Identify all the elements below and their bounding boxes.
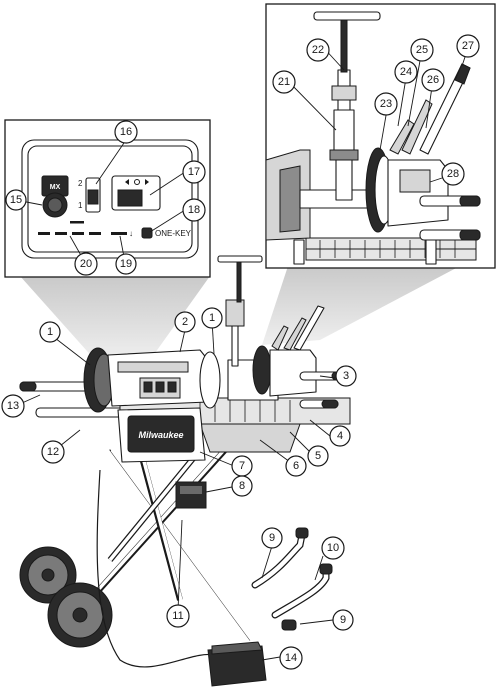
svg-text:17: 17 (188, 166, 200, 178)
battery-knob: MX (41, 175, 69, 218)
svg-text:13: 13 (7, 400, 19, 412)
foot-switch (207, 641, 267, 687)
callout-28: 28 (441, 162, 465, 186)
callout-13: 13 (1, 394, 25, 418)
svg-text:19: 19 (120, 258, 132, 270)
svg-text:6: 6 (293, 460, 299, 472)
svg-text:2: 2 (182, 316, 188, 328)
svg-text:16: 16 (120, 126, 132, 138)
one-key-indicator: ONE-KEY (141, 227, 192, 239)
callout-22: 22 (306, 38, 330, 62)
callout-4: 4 (329, 425, 351, 447)
callout-17: 17 (182, 160, 206, 184)
callout-24: 24 (394, 60, 418, 84)
callout-9-lower: 9 (332, 609, 354, 631)
gear-housing: Milwaukee (117, 407, 206, 463)
callout-1-left: 1 (39, 321, 61, 343)
svg-text:1: 1 (209, 312, 215, 324)
callout-25: 25 (410, 38, 434, 62)
brand-logo-text: Milwaukee (138, 430, 183, 440)
rear-wheel (19, 546, 77, 604)
callout-26: 26 (421, 68, 445, 92)
svg-text:9: 9 (340, 614, 346, 626)
svg-text:27: 27 (462, 40, 474, 52)
svg-text:24: 24 (400, 66, 412, 78)
motor-housing (107, 349, 221, 409)
svg-text:14: 14 (285, 652, 297, 664)
callout-2: 2 (174, 311, 196, 333)
svg-text:28: 28 (447, 168, 459, 180)
svg-text:7: 7 (239, 460, 245, 472)
svg-text:18: 18 (188, 204, 200, 216)
callout-5: 5 (307, 445, 329, 467)
svg-text:4: 4 (337, 430, 343, 442)
callout-23: 23 (374, 92, 398, 116)
svg-text:23: 23 (380, 98, 392, 110)
callout-6: 6 (285, 455, 307, 477)
speed-label-1: 1 (78, 201, 83, 210)
svg-text:10: 10 (327, 542, 339, 554)
svg-text:25: 25 (416, 44, 428, 56)
svg-text:21: 21 (278, 76, 290, 88)
callout-19: 19 (115, 253, 137, 275)
front-wheel (47, 582, 113, 648)
callout-20: 20 (74, 252, 98, 276)
callout-14: 14 (279, 646, 303, 670)
svg-text:5: 5 (315, 450, 321, 462)
speed-selector: 2 1 (78, 177, 101, 213)
svg-text:3: 3 (343, 370, 349, 382)
callout-27: 27 (456, 34, 480, 58)
one-key-text: ONE-KEY (155, 229, 192, 238)
svg-text:15: 15 (10, 194, 22, 206)
callout-18: 18 (182, 198, 206, 222)
callout-10: 10 (321, 536, 345, 560)
callout-12: 12 (41, 440, 65, 464)
left-zoom-beam (20, 276, 210, 360)
pipe-threader-machine: Milwaukee (19, 255, 351, 687)
svg-text:9: 9 (269, 532, 275, 544)
svg-text:1: 1 (47, 326, 53, 338)
direction-switch (111, 175, 161, 211)
control-panel-inset: MX 2 1 ↓ (4, 119, 211, 278)
mx-logo-text: MX (50, 184, 61, 191)
die-head (217, 255, 349, 409)
svg-text:22: 22 (312, 44, 324, 56)
svg-text:20: 20 (80, 258, 92, 270)
callout-8: 8 (231, 475, 253, 497)
svg-text:26: 26 (427, 74, 439, 86)
callout-21: 21 (272, 70, 296, 94)
led-indicators: ↓ (38, 221, 133, 238)
callout-3: 3 (335, 365, 357, 387)
svg-text:↓: ↓ (129, 229, 133, 238)
battery-pack (175, 481, 207, 509)
callout-15: 15 (5, 189, 27, 211)
callout-16: 16 (114, 120, 138, 144)
right-zoom-beam (262, 266, 460, 345)
svg-text:12: 12 (47, 446, 59, 458)
callout-7: 7 (231, 455, 253, 477)
threader-inset (265, 3, 496, 269)
callout-11: 11 (166, 604, 190, 628)
callout-1-right: 1 (201, 307, 223, 329)
callout-9-upper: 9 (261, 527, 283, 549)
speed-label-2: 2 (78, 179, 83, 188)
svg-text:8: 8 (239, 480, 245, 492)
svg-text:11: 11 (172, 610, 183, 622)
